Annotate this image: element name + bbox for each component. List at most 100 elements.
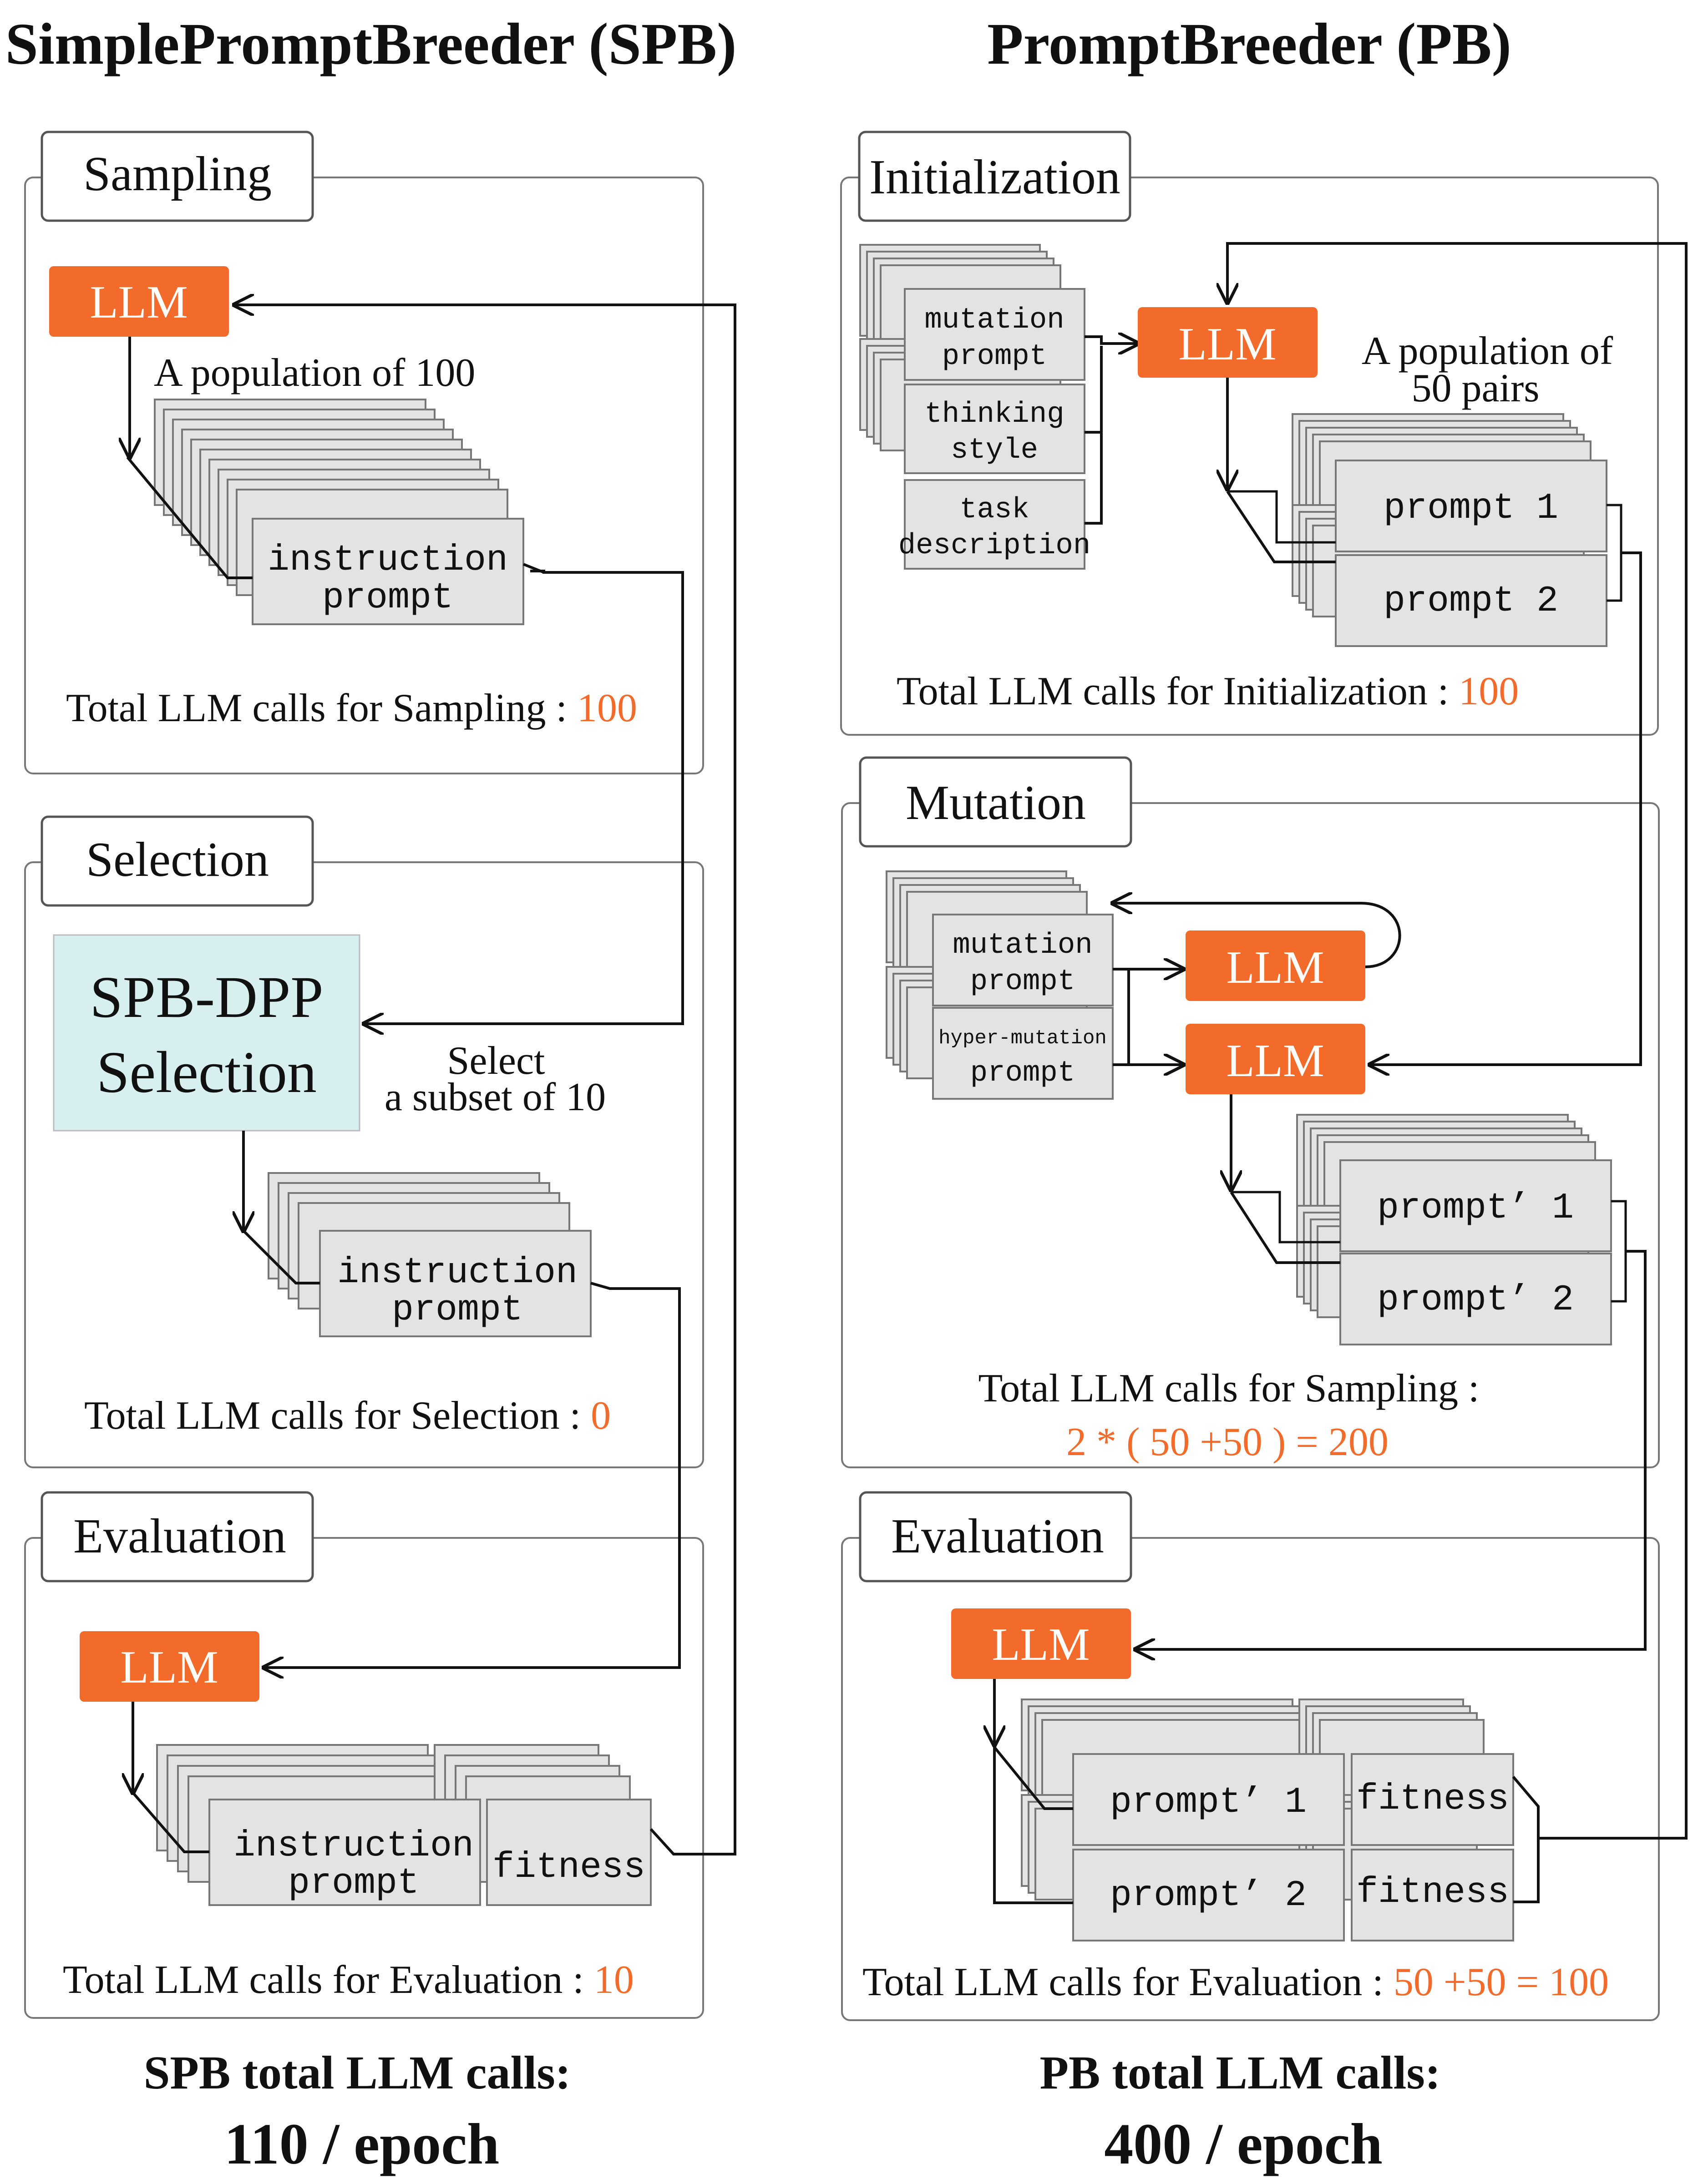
spb-summary-label: SPB total LLM calls:: [144, 2047, 571, 2099]
pb-init-prompt-1-card: [1335, 460, 1607, 552]
pb-summary-value: 400 / epoch: [1104, 2112, 1383, 2176]
spb-evaluation-loop-arrow: [234, 305, 736, 1855]
spb-evaluation-card-line1: instruction: [233, 1825, 474, 1867]
pb-evaluation-prompt-1-label: prompt’ 1: [1110, 1782, 1307, 1823]
pb-mutation-total-value: 2 * ( 50 +50 ) = 200: [1066, 1420, 1389, 1464]
pb-loop-back-arrow: [1227, 242, 1688, 1840]
spb-selection-header-box: [41, 815, 314, 907]
pb-mutation-prompt-stack: prompt’ 1 prompt’ 2: [1296, 1114, 1612, 1345]
spb-evaluation-llm: [80, 1631, 259, 1702]
pb-mutation-llm-top: [1186, 930, 1365, 1001]
pb-evaluation-llm: [951, 1608, 1131, 1679]
spb-selection-card-line1: instruction: [337, 1252, 578, 1294]
pb-initialization-panel: Initialization mutation prompt thinking …: [840, 131, 1659, 736]
pb-init-llm-label: LLM: [1178, 318, 1276, 370]
spb-sampling-header-box: [41, 131, 314, 222]
pb-mutation-hyper-mutation-line2: prompt: [970, 1057, 1075, 1090]
spb-sampling-card-stack: instruction prompt: [154, 399, 524, 625]
spb-subset-label-line1: Select: [447, 1039, 545, 1083]
spb-sampling-total: Total LLM calls for Sampling : 100: [66, 686, 637, 730]
pb-init-task-description-line1: task: [959, 494, 1029, 526]
spb-sampling-panel: Sampling LLM A population of 100 instruc…: [24, 131, 704, 774]
spb-sampling-llm: [49, 266, 229, 337]
pb-mutation-mutation-prompt-line1: mutation: [953, 929, 1092, 962]
spb-dpp-label-line1: SPB-DPP: [90, 965, 323, 1030]
spb-dpp-selection-box: [53, 934, 360, 1132]
pb-title: PromptBreeder (PB): [987, 11, 1511, 77]
pb-init-population-line1: A population of: [1362, 329, 1613, 373]
pb-mutation-header-box: [859, 756, 1132, 848]
pb-mutation-input-stack: mutation prompt hyper-mutation prompt: [886, 870, 1114, 1100]
pb-evaluation-header-box: [859, 1491, 1132, 1582]
spb-evaluation-card: [208, 1799, 481, 1906]
pb-init-population-line2: 50 pairs: [1411, 366, 1539, 410]
spb-sampling-card-line2: prompt: [322, 577, 453, 619]
pb-evaluation-llm-label: LLM: [992, 1619, 1090, 1670]
pb-mutation-header: Mutation: [906, 776, 1086, 830]
spb-sampling-card-line1: instruction: [268, 540, 508, 581]
spb-sampling-population-label: A population of 100: [154, 351, 475, 395]
spb-selection-card-line2: prompt: [392, 1289, 523, 1331]
pb-evaluation-prompt-2-card: [1072, 1849, 1345, 1941]
pb-mutation-prompt-1-label: prompt’ 1: [1377, 1188, 1574, 1229]
pb-evaluation-fitness-1-card: [1351, 1753, 1514, 1846]
pb-init-mutation-prompt-card: [904, 288, 1085, 381]
pb-mutation-self-loop-arrow: [1113, 903, 1401, 968]
pb-init-task-description-line2: description: [898, 530, 1090, 562]
spb-selection-card: [319, 1230, 592, 1337]
pb-init-mutation-prompt-line2: prompt: [942, 340, 1047, 373]
spb-evaluation-header-box: [41, 1491, 314, 1582]
pb-init-task-description-card: [904, 479, 1085, 570]
pb-init-thinking-style-line1: thinking: [924, 398, 1064, 431]
pb-evaluation-header: Evaluation: [891, 1509, 1104, 1563]
pb-mutation-hyper-mutation-card: [932, 1007, 1114, 1100]
pb-mutation-llm-bottom: [1186, 1024, 1365, 1094]
spb-selection-card-stack: instruction prompt: [268, 1172, 592, 1337]
pb-evaluation-prompt-2-label: prompt’ 2: [1110, 1875, 1307, 1916]
spb-sampling-card: [252, 518, 524, 625]
pb-evaluation-fitness-2-card: [1351, 1849, 1514, 1941]
pb-init-llm: [1138, 307, 1318, 378]
pb-mutation-hyper-mutation-line1: hyper-mutation: [938, 1027, 1107, 1050]
pb-mutation-total-label: Total LLM calls for Sampling :: [978, 1366, 1480, 1410]
pb-init-prompt-stack: prompt 1 prompt 2: [1292, 413, 1607, 647]
spb-evaluation-panel: Evaluation LLM instruction prompt fitnes…: [24, 1491, 704, 2019]
spb-dpp-label-line2: Selection: [96, 1040, 317, 1105]
pb-evaluation-fitness-1-label: fitness: [1356, 1779, 1509, 1820]
spb-evaluation-card-line2: prompt: [288, 1863, 419, 1904]
spb-title: SimplePromptBreeder (SPB): [5, 11, 737, 77]
spb-sampling-header: Sampling: [83, 147, 272, 201]
spb-sampling-llm-label: LLM: [90, 277, 188, 328]
pb-init-total: Total LLM calls for Initialization : 100: [897, 669, 1519, 713]
pb-evaluation-fitness-2-label: fitness: [1356, 1872, 1509, 1913]
pb-evaluation-prompt-stack: prompt’ 1 prompt’ 2 fitness fitness: [1021, 1699, 1514, 1941]
spb-evaluation-card-stack: instruction prompt fitness: [156, 1744, 652, 1906]
pb-mutation-llm-top-label: LLM: [1226, 942, 1324, 993]
pb-evaluation-panel: Evaluation LLM prompt’ 1 prompt’ 2 fitne…: [841, 1491, 1660, 2021]
pb-initialization-header-box: [858, 131, 1131, 222]
spb-selection-header: Selection: [86, 833, 269, 887]
pb-mutation-prompt-2-label: prompt’ 2: [1377, 1279, 1574, 1321]
spb-selection-to-evaluation-arrow: [264, 1282, 681, 1668]
pb-summary-label: PB total LLM calls:: [1039, 2047, 1440, 2099]
pb-init-prompt-1-label: prompt 1: [1384, 488, 1558, 529]
pb-mutation-mutation-prompt-card: [932, 914, 1114, 1006]
pb-init-prompt-2-label: prompt 2: [1384, 581, 1558, 622]
spb-subset-label-line2: a subset of 10: [385, 1075, 606, 1119]
spb-sampling-to-selection-arrow: [364, 570, 684, 1024]
pb-init-mutation-prompt-line1: mutation: [924, 304, 1064, 337]
pb-evaluation-total: Total LLM calls for Evaluation : 50 +50 …: [862, 1960, 1609, 2004]
pb-init-input-stack: mutation prompt thinking style task desc…: [859, 244, 1090, 570]
spb-evaluation-total: Total LLM calls for Evaluation : 10: [63, 1958, 634, 2002]
pb-mutation-llm-bottom-label: LLM: [1226, 1035, 1324, 1087]
pb-init-thinking-style-line2: style: [951, 434, 1038, 467]
pb-init-to-mutation-arrow: [1370, 551, 1642, 1065]
pb-init-prompt-2-card: [1335, 554, 1607, 647]
spb-evaluation-llm-label: LLM: [120, 1642, 218, 1693]
pb-mutation-prompt-1-card: [1339, 1159, 1612, 1252]
spb-evaluation-fitness-card: [486, 1799, 652, 1906]
spb-evaluation-fitness-label: fitness: [492, 1847, 645, 1888]
pb-mutation-prompt-2-card: [1339, 1253, 1612, 1345]
spb-evaluation-header: Evaluation: [73, 1509, 286, 1563]
spb-selection-panel: Selection SPB-DPP Selection Select a sub…: [24, 815, 704, 1468]
